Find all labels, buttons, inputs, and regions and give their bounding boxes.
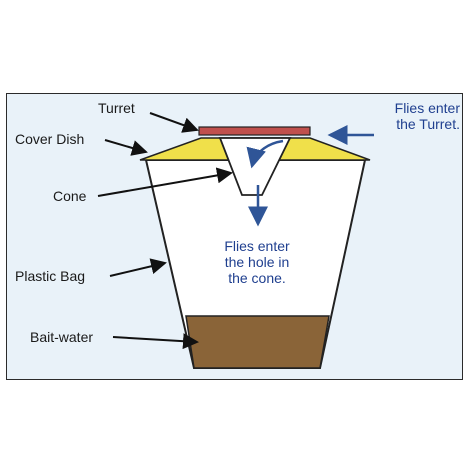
bait-water-shape [185,315,330,369]
flies-enter-hole-line1: Flies enter [224,238,290,254]
turret-label: Turret [98,100,135,116]
plastic-bag-pointer [109,258,167,277]
cone-pointer [97,167,233,197]
flies-enter-hole-line3: the cone. [228,270,286,286]
turret-pointer [149,112,199,133]
plastic-bag-label: Plastic Bag [15,268,86,284]
cover-dish-pointer [104,139,148,156]
cover-dish-label: Cover Dish [15,131,85,147]
flies-enter-hole-line2: the hole in [224,254,290,270]
cone-label: Cone [53,188,87,204]
bait-water-pointer [112,333,199,350]
flies-into-cone-arrow [246,139,284,169]
flies-enter-turret-line1: Flies enter [394,100,460,116]
flies-enter-turret-text: Flies enter the Turret. [372,100,460,132]
bait-water-label: Bait-water [30,329,94,345]
turret-shape [198,126,311,136]
flies-enter-turret-line2: the Turret. [396,116,460,132]
flies-enter-hole-text: Flies enter the hole in the cone. [205,238,309,286]
